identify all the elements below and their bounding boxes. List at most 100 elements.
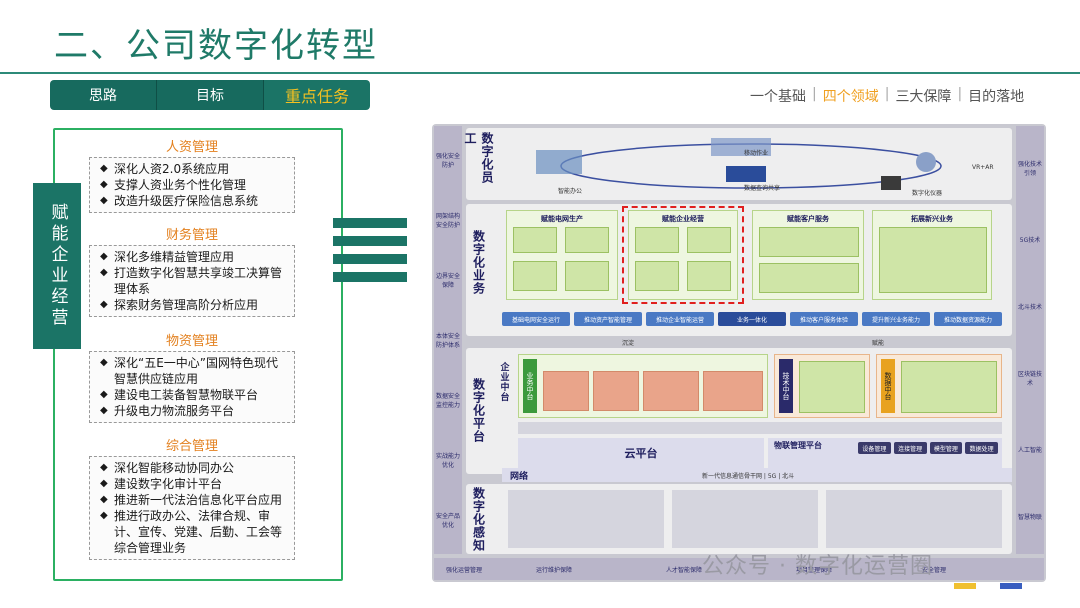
side-label: 北斗技术 <box>1018 304 1043 311</box>
biz-box-emerging: 拓展新兴业务 <box>872 210 992 300</box>
section-title: 物资管理 <box>165 334 218 349</box>
box-title: 赋能客户服务 <box>787 215 829 223</box>
business-center-box: 业务中台 <box>518 354 768 418</box>
list-item: 打造数字化智慧共享竣工决算管理体系 <box>100 265 288 297</box>
sense-group <box>672 490 818 548</box>
connector-bar <box>333 272 407 282</box>
list-item: 建设数字化审计平台 <box>100 476 288 492</box>
section-hr: 人资管理 深化人资2.0系统应用 支撑人资业务个性化管理 改造升级医疗保险信息系… <box>89 136 295 213</box>
biz-bar-item: 提升新兴业务能力 <box>862 312 930 326</box>
biz-bar-item: 推动客户服务体验 <box>790 312 858 326</box>
section-box: 深化智能移动协同办公 建设数字化审计平台 推进新一代法治信息化平台应用 推进行政… <box>89 456 295 560</box>
box-title: 赋能企业经营 <box>662 215 704 223</box>
section-materials: 物资管理 深化“五E一中心”国网特色现代智慧供应链应用 建设电工装备智慧物联平台… <box>89 330 295 423</box>
list-item: 深化多维精益管理应用 <box>100 249 288 265</box>
iot-platform: 物联管理平台 设备管理 连接管理 模型管理 数据处理 <box>768 438 1002 468</box>
list-item: 深化人资2.0系统应用 <box>100 161 288 177</box>
side-label: 智慧物联 <box>1018 514 1043 521</box>
section-title: 人资管理 <box>165 140 218 155</box>
enterprise-center-label: 企业中台 <box>498 362 509 402</box>
side-label: 实战能力优化 <box>436 453 461 469</box>
top-nav: 一个基础 | 四个领域 | 三大保障 | 目的落地 <box>744 86 1030 106</box>
list-item: 深化智能移动协同办公 <box>100 460 288 476</box>
guarantee-item: 运行维护保障 <box>535 566 572 574</box>
connector-bar <box>333 218 407 228</box>
biz-box-customer: 赋能客户服务 <box>752 210 864 300</box>
biz-box-enterprise: 赋能企业经营 <box>628 210 738 300</box>
list-item: 支撑人资业务个性化管理 <box>100 177 288 193</box>
nav-goal-landing[interactable]: 目的落地 <box>968 89 1025 105</box>
section-finance: 财务管理 深化多维精益管理应用 打造数字化智慧共享竣工决算管理体系 探索财务管理… <box>89 224 295 317</box>
label-sink: 沉淀 <box>622 340 635 347</box>
box-title: 拓展新兴业务 <box>911 215 953 223</box>
nav-four-domains[interactable]: 四个领域 <box>822 89 879 105</box>
tech-center-box: 技术中台 <box>774 354 870 418</box>
biz-bar-item: 业务一体化 <box>718 312 786 326</box>
side-label: 数据安全监控能力 <box>436 393 461 409</box>
layer-label: 数字化平台 <box>471 377 486 443</box>
left-panel-frame <box>53 128 343 581</box>
side-label: 安全产品优化 <box>436 513 461 529</box>
list-item: 探索财务管理高阶分析应用 <box>100 297 288 313</box>
staff-item-vr: VR+AR <box>972 164 994 171</box>
section-title: 综合管理 <box>165 439 218 454</box>
digital-staff-layer: 数字化员工 智能办公 移动作业 数据查询共享 VR+AR 数字化仪器 <box>463 128 1012 200</box>
sense-group <box>508 490 664 548</box>
side-label: 边界安全保障 <box>436 273 461 289</box>
page-title: 二、公司数字化转型 <box>54 26 378 66</box>
network-label: 网络 <box>510 472 529 482</box>
biz-box-grid-production: 赋能电网生产 <box>506 210 618 300</box>
biz-bar-item: 基础电网安全运行 <box>502 312 570 326</box>
legend-swatch-yellow <box>954 583 976 589</box>
highlight-enterprise-box <box>622 206 744 304</box>
digital-business-layer: 数字化业务 赋能电网生产 赋能企业经营 赋能客户服务 拓展新兴业务 基础电网 <box>466 204 1012 336</box>
connector-bar <box>333 236 407 246</box>
tab-approach[interactable]: 思路 <box>50 80 157 110</box>
empower-enterprise-label: 赋能企业经营 <box>33 183 81 349</box>
list-item: 深化“五E一中心”国网特色现代智慧供应链应用 <box>100 355 288 387</box>
list-item: 推进行政办公、法律合规、审计、宣传、党建、后勤、工会等综合管理业务 <box>100 508 288 556</box>
watermark-text: 公众号 · 数字化运营圈 <box>702 554 933 579</box>
biz-bar-item: 推动数据资源能力 <box>934 312 1002 326</box>
tab-key-tasks[interactable]: 重点任务 <box>264 80 370 110</box>
side-label: 网架结构安全防护 <box>436 213 461 229</box>
tab-goal[interactable]: 目标 <box>157 80 264 110</box>
layer-label: 数字化感知 <box>471 486 486 552</box>
tech-center-label: 技术中台 <box>779 359 793 413</box>
guarantee-bar: 强化运营管理 运行维护保障 人才智能保障 项目管理保障 安全管理 <box>434 558 1044 580</box>
guarantee-item: 安全管理 <box>921 566 946 574</box>
platform-strip <box>518 422 1002 434</box>
staff-item-office: 智能办公 <box>558 188 583 195</box>
iot-item: 设备管理 <box>858 442 891 454</box>
list-item: 改造升级医疗保险信息系统 <box>100 193 288 209</box>
list-item: 推进新一代法治信息化平台应用 <box>100 492 288 508</box>
section-tabs: 思路 目标 重点任务 <box>50 80 370 110</box>
biz-bar-item: 推动企业智能运营 <box>646 312 714 326</box>
biz-bottom-bar: 基础电网安全运行 推动资产智能管理 推动企业智能运营 业务一体化 推动客户服务体… <box>502 312 1002 326</box>
iot-item: 模型管理 <box>929 442 963 454</box>
nav-one-foundation[interactable]: 一个基础 <box>750 89 806 105</box>
staff-item-data-share: 数据查询共享 <box>744 185 781 192</box>
staff-item-instrument: 数字化仪器 <box>912 190 943 197</box>
title-divider <box>0 72 1080 74</box>
data-center-label: 数据中台 <box>881 359 895 413</box>
business-center-label: 业务中台 <box>523 359 537 413</box>
cloud-platform: 云平台 <box>518 438 764 468</box>
side-label: 5G技术 <box>1019 237 1041 244</box>
network-desc: 新一代信息通信骨干网 | 5G | 北斗 <box>702 473 795 480</box>
guarantee-item: 项目管理保障 <box>795 566 832 574</box>
digital-platform-layer: 数字化平台 企业中台 业务中台 技术中台 数据中台 云平台 物联管理平台 设备管… <box>466 348 1012 474</box>
nav-three-guarantees[interactable]: 三大保障 <box>895 89 952 105</box>
iot-item: 连接管理 <box>893 442 927 454</box>
side-label: 区块链技术 <box>1018 371 1043 387</box>
iot-item: 数据处理 <box>965 442 998 454</box>
connector-bar <box>333 254 407 264</box>
layer-label: 数字化业务 <box>471 229 486 295</box>
list-item: 建设电工装备智慧物联平台 <box>100 387 288 403</box>
biz-bar-item: 推动资产智能管理 <box>574 312 642 326</box>
data-center-box: 数据中台 <box>876 354 1002 418</box>
staff-scene <box>536 138 942 190</box>
side-label: 人工智能 <box>1018 447 1043 454</box>
side-label: 强化技术引领 <box>1018 161 1043 177</box>
side-label: 强化安全防护 <box>436 153 461 169</box>
